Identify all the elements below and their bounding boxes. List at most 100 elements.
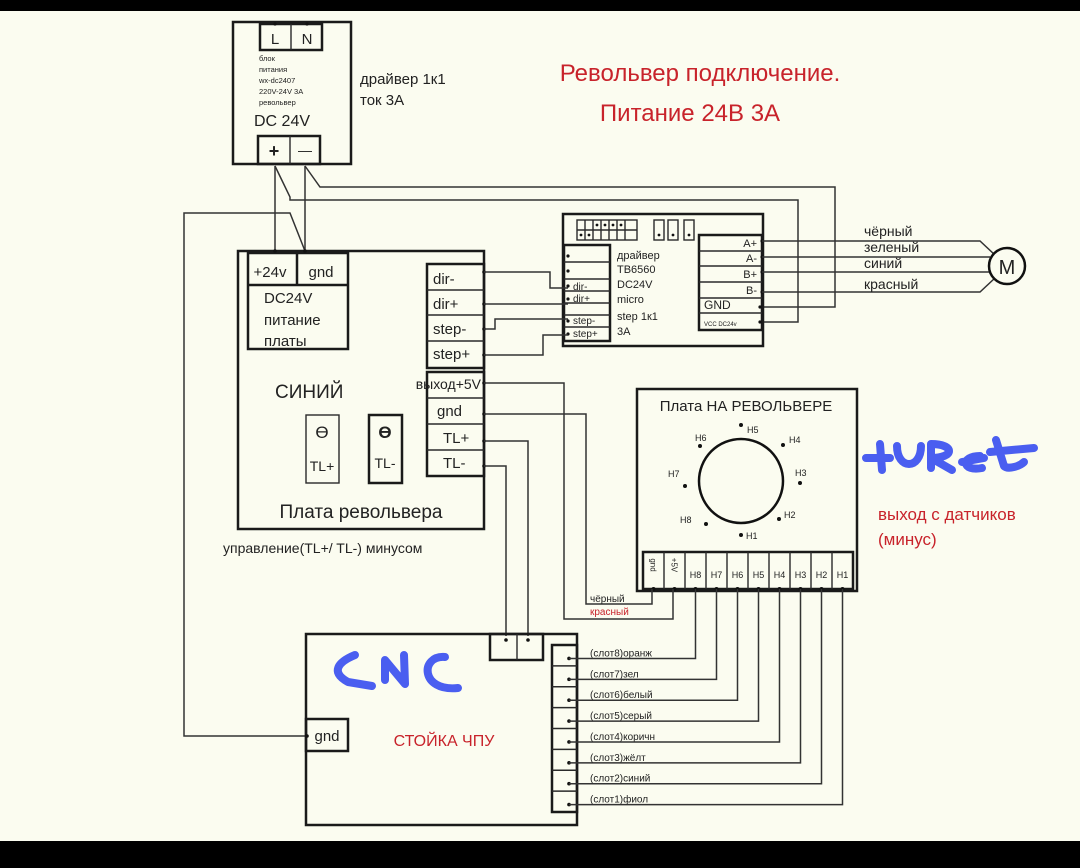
psu-dc-terminal-block bbox=[256, 134, 322, 166]
sensor-h7: H7 bbox=[668, 469, 680, 479]
sensor-board-body bbox=[635, 387, 859, 593]
psu-plus-terminal: + bbox=[269, 141, 280, 161]
board-input-dir-plus: dir+ bbox=[433, 296, 459, 313]
board-input-dir-minus: dir- bbox=[433, 271, 455, 288]
driver-pin-gnd: GND bbox=[704, 298, 731, 312]
psu-terminal-n: N bbox=[302, 31, 313, 48]
slot-wire bbox=[569, 589, 781, 743]
cnc-slot-4: (слот4)коричн bbox=[590, 732, 655, 743]
slot-wire bbox=[569, 589, 760, 722]
handwritten-cnc bbox=[333, 651, 462, 693]
sensor-output-note-2: (минус) bbox=[878, 530, 937, 549]
cnc-slot-7: (слот7)зел bbox=[590, 669, 639, 680]
driver-pin-dir-plus: dir+ bbox=[573, 294, 590, 305]
slot-wires bbox=[569, 589, 844, 806]
driver-pin-vcc: VCC DC24v bbox=[704, 322, 737, 328]
handwritten-turet bbox=[862, 436, 1038, 474]
diagram-canvas: Револьвер подключение. Питание 24В 3А L … bbox=[0, 11, 1080, 841]
driver-pin-b-plus: B+ bbox=[743, 269, 757, 281]
driver-pin-a-plus: A+ bbox=[743, 238, 757, 250]
psu-note-line-2: ток 3А bbox=[360, 92, 404, 109]
motor-wires bbox=[762, 240, 996, 293]
motor-wire-blue: синий bbox=[864, 255, 902, 271]
psu-label-1: блок bbox=[259, 54, 276, 63]
driver-label-4: micro bbox=[617, 294, 644, 306]
sensor-h8: H8 bbox=[680, 515, 692, 525]
cnc-slot-6: (слот6)белый bbox=[590, 689, 653, 701]
motor-symbol bbox=[987, 246, 1027, 286]
board-input-step-plus: step+ bbox=[433, 346, 470, 363]
signal-wires bbox=[482, 270, 568, 357]
sensor-pin-H4: H4 bbox=[774, 570, 786, 580]
wiring-diagram: Револьвер подключение. Питание 24В 3А L … bbox=[183, 20, 1038, 827]
motor-wire-green: зеленый bbox=[864, 239, 919, 255]
wire-label-black: чёрный bbox=[590, 594, 625, 605]
power-wires bbox=[183, 165, 836, 737]
turret-control-board: +24v gnd DC24V питание платы СИНИЙ dir- … bbox=[236, 249, 486, 531]
board-input-step-minus: step- bbox=[433, 321, 466, 338]
cnc-slot-3: (слот3)жёлт bbox=[590, 753, 646, 764]
board-power-label-1: DC24V bbox=[264, 290, 312, 307]
driver-label-5: step 1к1 bbox=[617, 311, 658, 323]
slot-wire bbox=[569, 589, 844, 806]
sensor-pin-H2: H2 bbox=[816, 570, 828, 580]
cnc-slot-1: (слот1)фиол bbox=[590, 794, 648, 806]
turret-board-title: Плата револьвера bbox=[280, 502, 443, 523]
sensor-pin-H8: H8 bbox=[690, 570, 702, 580]
slot-wire bbox=[569, 589, 718, 681]
cnc-slot-2: (слот2)синий bbox=[590, 774, 650, 785]
sensor-board-title: Плата НА РЕВОЛЬВЕРЕ bbox=[660, 398, 833, 415]
sensor-pin-H6: H6 bbox=[732, 570, 744, 580]
sensor-h2: H2 bbox=[784, 510, 796, 520]
psu-minus-terminal: — bbox=[298, 142, 312, 158]
board-power-label-2: питание bbox=[264, 312, 321, 329]
button-tl-plus bbox=[305, 414, 340, 484]
cnc-slot-5: (слот5)серый bbox=[590, 711, 652, 722]
board-terminal-plus24v: +24v bbox=[254, 264, 287, 281]
driver-input-block bbox=[562, 243, 612, 343]
board-output-tl-plus: TL+ bbox=[443, 430, 470, 447]
cnc-controller: gnd СТОЙКА ЧПУ (слот8)оранж (слот7)зел (сл… bbox=[304, 632, 655, 827]
sensor-h6: H6 bbox=[695, 433, 707, 443]
driver-label-6: 3А bbox=[617, 326, 631, 338]
driver-pin-step-minus: step- bbox=[573, 316, 595, 327]
board-input-block bbox=[425, 262, 486, 370]
title-line-2: Питание 24В 3А bbox=[600, 100, 780, 127]
psu-terminal-l: L bbox=[271, 31, 279, 48]
power-supply: L N блок питания wx-dc2407 220V-24V 3A р… bbox=[231, 20, 353, 166]
driver-pin-b-minus: B- bbox=[746, 285, 757, 297]
board-output-tl-minus: TL- bbox=[443, 455, 466, 472]
psu-note-line-1: драйвер 1к1 bbox=[360, 71, 446, 88]
board-power-label-3: платы bbox=[264, 333, 307, 350]
driver-pin-dir-minus: dir- bbox=[573, 282, 587, 293]
button-tl-minus bbox=[367, 413, 404, 485]
sensor-h3: H3 bbox=[795, 468, 807, 478]
wire-label-red: красный bbox=[590, 607, 629, 618]
board-output-5v: выход+5V bbox=[416, 376, 482, 392]
board-output-gnd: gnd bbox=[437, 403, 462, 420]
motor-wire-red: красный bbox=[864, 276, 918, 292]
sensor-h4: H4 bbox=[789, 435, 801, 445]
driver-pin-a-minus: A- bbox=[746, 253, 757, 265]
driver-label-1: драйвер bbox=[617, 250, 660, 262]
psu-label-5: револьвер bbox=[259, 98, 296, 107]
slot-wire bbox=[569, 589, 697, 660]
slot-wire bbox=[569, 589, 802, 764]
sensor-pin-gnd: gnd bbox=[649, 558, 658, 571]
slot-wire bbox=[569, 589, 739, 701]
sensor-pin-H3: H3 bbox=[795, 570, 807, 580]
psu-output-label: DC 24V bbox=[254, 113, 310, 130]
psu-label-2: питания bbox=[259, 65, 287, 74]
sensor-h5: H5 bbox=[747, 425, 759, 435]
psu-label-3: wx-dc2407 bbox=[258, 76, 295, 85]
motor-wire-black: чёрный bbox=[864, 223, 912, 239]
psu-label-4: 220V-24V 3A bbox=[259, 87, 303, 96]
sensor-board: Плата НА РЕВОЛЬВЕРЕ H5 H4 H3 H2 H1 H8 H7… bbox=[635, 387, 859, 593]
sensor-supply-wires bbox=[482, 381, 674, 636]
cnc-slot-8: (слот8)оранж bbox=[590, 648, 652, 659]
cnc-gnd-label: gnd bbox=[314, 728, 339, 745]
turret-board-footnote: управление(TL+/ TL-) минусом bbox=[223, 540, 422, 556]
board-terminal-gnd: gnd bbox=[308, 264, 333, 281]
cnc-title: СТОЙКА ЧПУ bbox=[394, 731, 496, 750]
driver-pin-step-plus: step+ bbox=[573, 329, 598, 340]
